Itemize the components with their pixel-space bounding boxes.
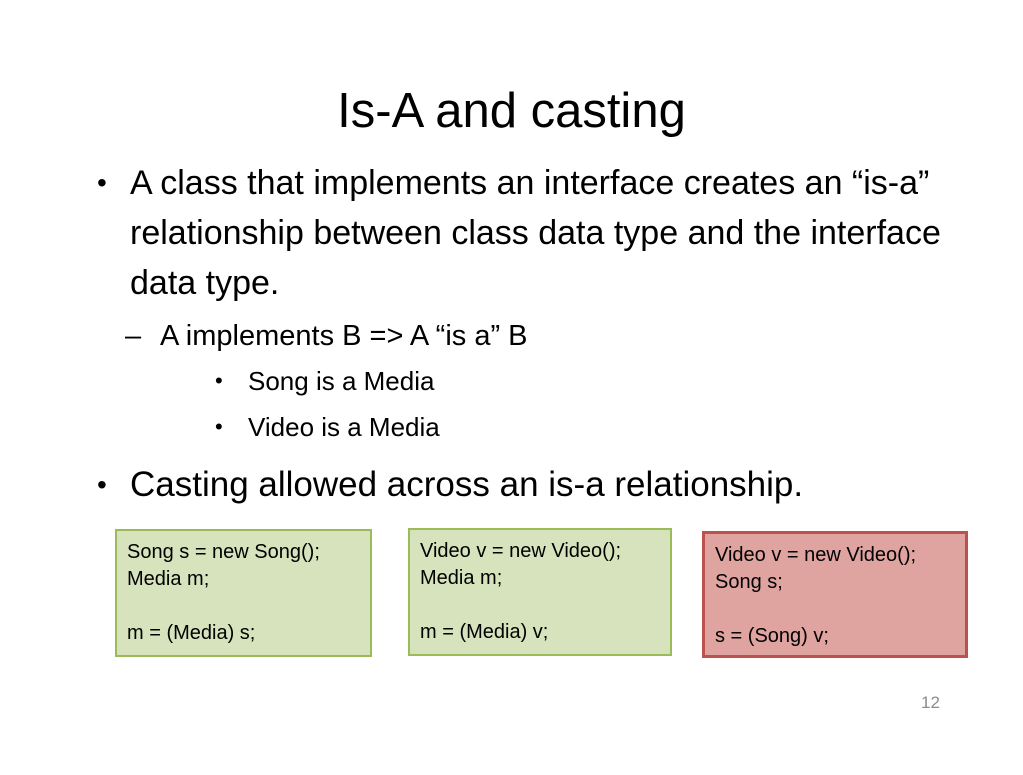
- bullet-item: • A class that implements an interface c…: [97, 158, 965, 308]
- code-line-blank: [715, 596, 955, 623]
- sub-sub-bullet-text: Video is a Media: [248, 412, 440, 442]
- code-line-blank: [420, 592, 660, 619]
- code-line: m = (Media) v;: [420, 621, 549, 643]
- code-line: Song s;: [715, 571, 783, 593]
- code-line: Video v = new Video();: [715, 544, 917, 566]
- bullet-glyph: •: [215, 368, 223, 393]
- code-box-valid-cast-video: Video v = new Video(); Media m; m = (Med…: [408, 528, 672, 656]
- code-box-invalid-cast: Video v = new Video(); Song s; s = (Song…: [702, 531, 968, 658]
- code-line-blank: [127, 593, 360, 620]
- bullet-glyph: •: [97, 167, 107, 198]
- sub-bullet-item: – A implements B => A “is a” B: [125, 316, 528, 356]
- code-box-valid-cast-song: Song s = new Song(); Media m; m = (Media…: [115, 529, 372, 657]
- sub-sub-bullet-item: • Song is a Media: [215, 363, 434, 399]
- bullet-item: • Casting allowed across an is-a relatio…: [97, 460, 803, 510]
- sub-sub-bullet-item: • Video is a Media: [215, 409, 440, 445]
- sub-sub-bullet-text: Song is a Media: [248, 366, 435, 396]
- slide-title: Is-A and casting: [337, 84, 686, 138]
- code-line: Media m;: [127, 568, 210, 590]
- code-line: Song s = new Song();: [127, 541, 320, 563]
- bullet-text: A class that implements an interface cre…: [130, 164, 941, 302]
- code-line: m = (Media) s;: [127, 622, 256, 644]
- page-number: 12: [921, 693, 940, 712]
- code-line: s = (Song) v;: [715, 625, 829, 647]
- code-line: Media m;: [420, 567, 503, 589]
- sub-bullet-text: A implements B => A “is a” B: [160, 320, 528, 352]
- dash-glyph: –: [125, 320, 142, 352]
- bullet-text: Casting allowed across an is-a relations…: [130, 465, 804, 504]
- code-line: Video v = new Video();: [420, 540, 622, 562]
- bullet-glyph: •: [97, 469, 107, 500]
- bullet-glyph: •: [215, 414, 223, 439]
